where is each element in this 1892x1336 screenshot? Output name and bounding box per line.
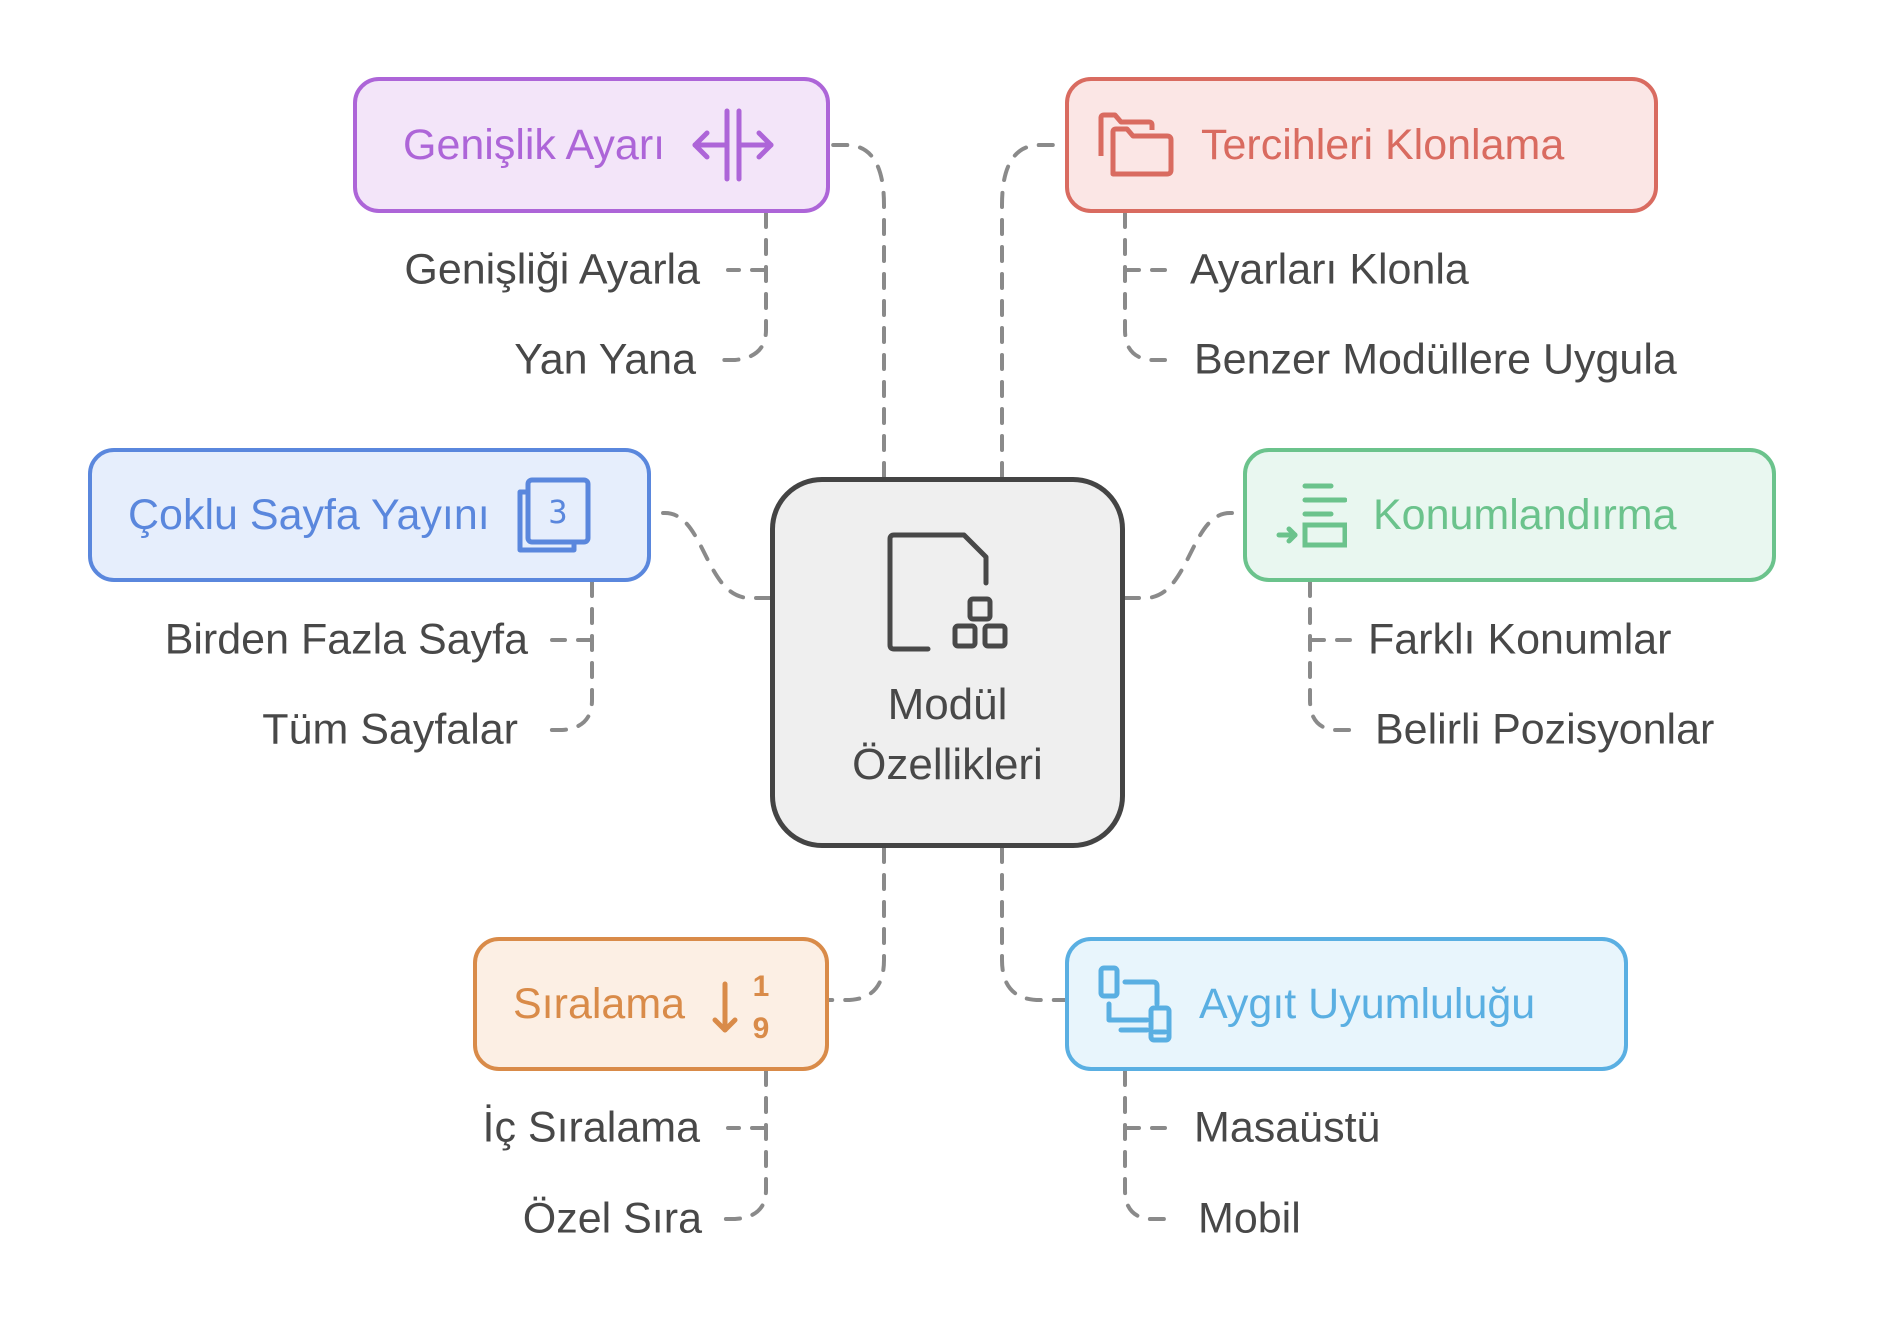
child-item-adjust-width: Genişliği Ayarla [404, 245, 700, 294]
child-item-specific-positions: Belirli Pozisyonlar [1375, 705, 1715, 754]
child-item-different-locations: Farklı Konumlar [1368, 615, 1672, 664]
branch-node-width[interactable]: Genişlik Ayarı [353, 77, 830, 213]
branch-node-clone-preferences[interactable]: Tercihleri Klonlama [1065, 77, 1658, 213]
child-item-internal-sorting: İç Sıralama [482, 1103, 700, 1152]
child-item-custom-order: Özel Sıra [522, 1194, 702, 1243]
branch-label: Sıralama [513, 979, 686, 1028]
branch-label: Konumlandırma [1373, 490, 1677, 539]
branch-node-positioning[interactable]: Konumlandırma [1243, 448, 1776, 582]
child-item-apply-similar: Benzer Modüllere Uygula [1194, 335, 1677, 384]
align-insert-icon [1276, 483, 1347, 548]
resize-horizontal-icon [692, 108, 774, 182]
branch-node-multipage[interactable]: Çoklu Sayfa Yayını 3 [88, 448, 651, 582]
central-title-line1: Modül [887, 680, 1008, 730]
sort-ascending-1-9-icon: 1 9 [712, 970, 770, 1044]
child-item-all-pages: Tüm Sayfalar [262, 705, 518, 754]
central-title-line2: Özellikleri [852, 739, 1043, 789]
branch-node-sorting[interactable]: Sıralama 1 9 [473, 937, 829, 1071]
folders-icon [1098, 112, 1174, 177]
branch-label: Tercihleri Klonlama [1201, 120, 1565, 169]
child-item-clone-settings: Ayarları Klonla [1190, 245, 1469, 294]
central-node-title: Modül Özellikleri [852, 675, 1043, 794]
child-item-desktop: Masaüstü [1194, 1103, 1381, 1152]
branch-label: Çoklu Sayfa Yayını [128, 490, 490, 539]
file-modules-icon [887, 532, 1007, 652]
branch-node-devices[interactable]: Aygıt Uyumluluğu [1065, 937, 1628, 1071]
branch-label: Genişlik Ayarı [403, 120, 666, 169]
child-item-side-by-side: Yan Yana [514, 335, 696, 384]
sort-digit-bottom: 9 [753, 1012, 770, 1044]
stacked-pages-3-icon: 3 [517, 477, 591, 553]
child-item-multiple-pages: Birden Fazla Sayfa [164, 615, 528, 664]
sort-digit-top: 1 [753, 970, 770, 1003]
branch-label: Aygıt Uyumluluğu [1199, 979, 1536, 1028]
page-count-digit: 3 [548, 493, 567, 531]
devices-icon [1098, 965, 1172, 1043]
child-item-mobile: Mobil [1198, 1194, 1301, 1243]
central-node[interactable]: Modül Özellikleri [770, 477, 1125, 848]
